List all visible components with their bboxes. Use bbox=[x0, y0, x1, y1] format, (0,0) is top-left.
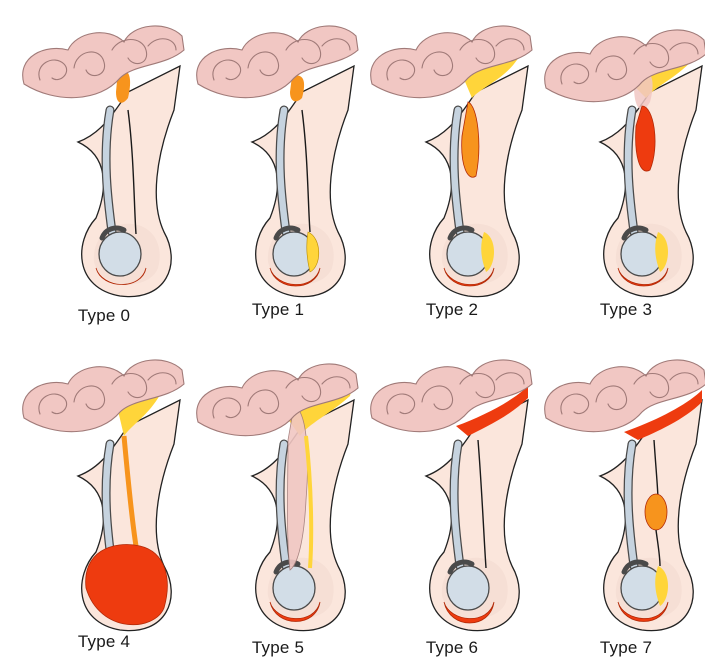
caption-type-7: Type 7 bbox=[538, 638, 705, 658]
illustration-type-5 bbox=[190, 340, 366, 640]
panel-type-1: Type 1 bbox=[190, 6, 366, 336]
illustration-type-0 bbox=[16, 6, 192, 306]
illustration-type-4 bbox=[16, 340, 192, 640]
illustration-type-6 bbox=[364, 340, 540, 640]
testis bbox=[99, 232, 141, 276]
caption-type-2: Type 2 bbox=[364, 300, 540, 320]
testis bbox=[447, 566, 489, 610]
caption-type-5: Type 5 bbox=[190, 638, 366, 658]
illustration-type-1 bbox=[190, 6, 366, 306]
illustration-type-7 bbox=[538, 340, 705, 640]
illustration-type-3 bbox=[538, 6, 705, 306]
panel-type-7: Type 7 bbox=[538, 340, 705, 670]
panel-type-0: Type 0 bbox=[16, 6, 192, 336]
caption-type-3: Type 3 bbox=[538, 300, 705, 320]
illustration-type-2 bbox=[364, 6, 540, 306]
testis bbox=[273, 566, 315, 610]
panel-type-5: Type 5 bbox=[190, 340, 366, 670]
panel-type-2: Type 2 bbox=[364, 6, 540, 336]
caption-type-1: Type 1 bbox=[190, 300, 366, 320]
panel-type-4: Type 4 bbox=[16, 340, 192, 670]
caption-type-4: Type 4 bbox=[16, 632, 192, 652]
encysted-hydrocele bbox=[645, 494, 667, 530]
caption-type-6: Type 6 bbox=[364, 638, 540, 658]
caption-type-0: Type 0 bbox=[16, 306, 192, 326]
panel-type-3: Type 3 bbox=[538, 6, 705, 336]
panel-type-6: Type 6 bbox=[364, 340, 540, 670]
